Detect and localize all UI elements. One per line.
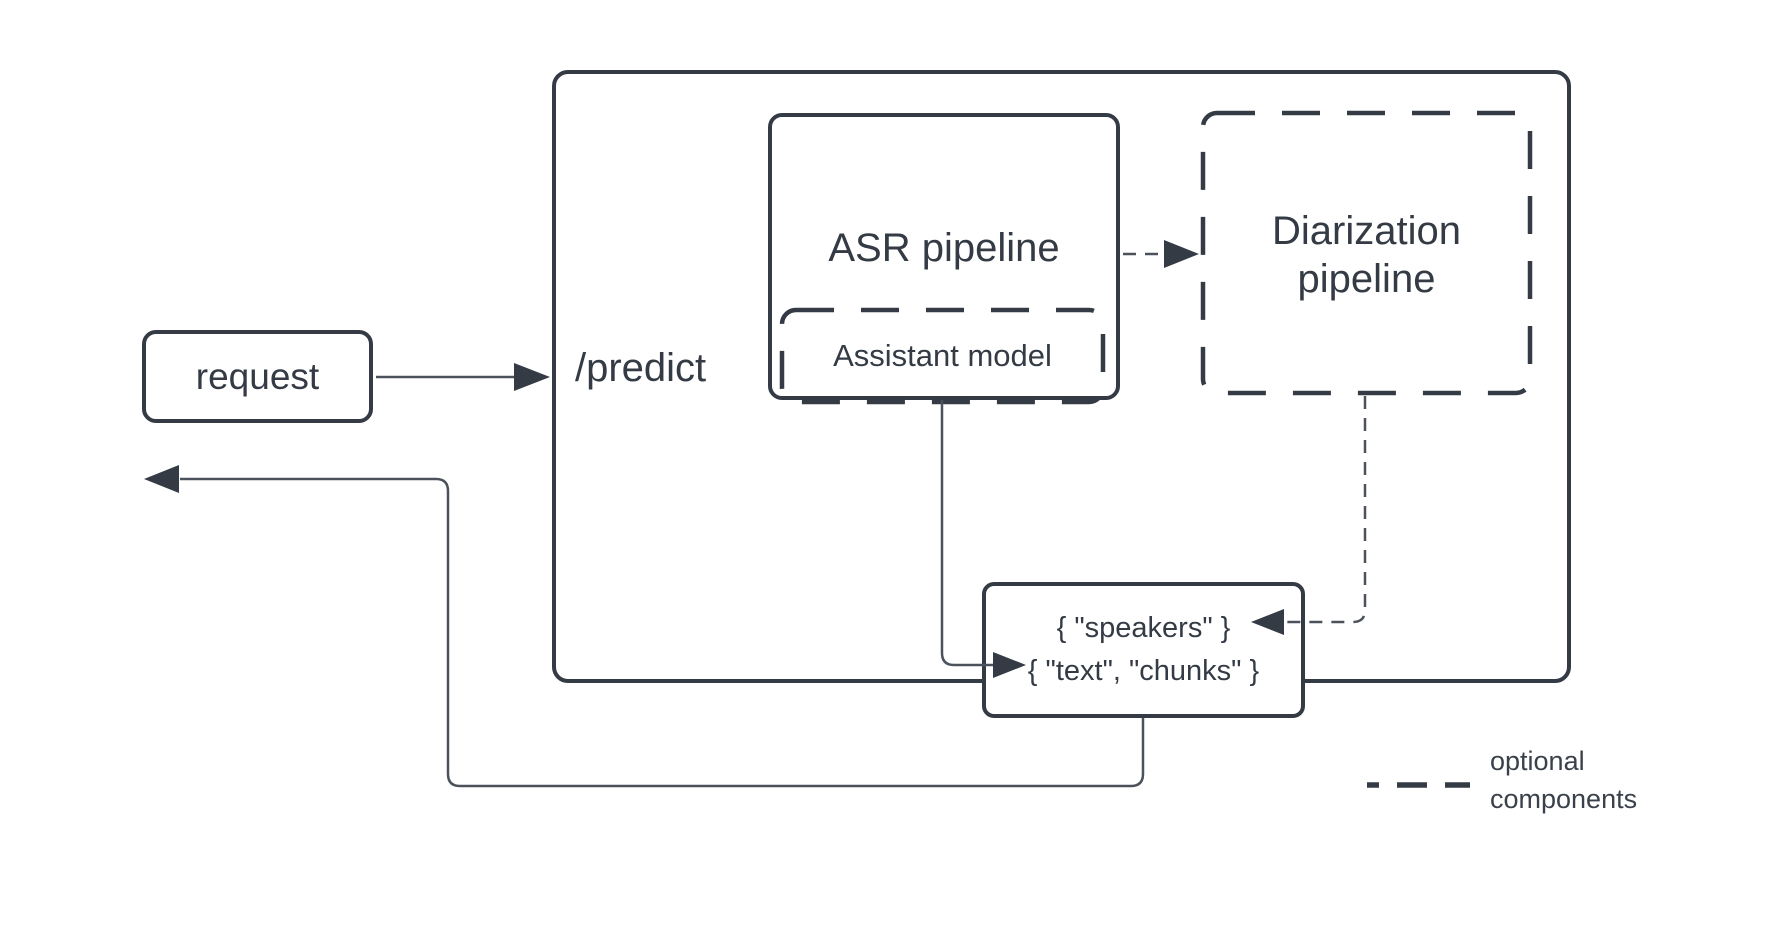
request-node-label: request <box>195 355 320 397</box>
assistant-model-label: Assistant model <box>833 338 1052 373</box>
diarization-pipeline-label: Diarization pipeline <box>1272 209 1461 301</box>
request-to-predict-arrow <box>376 363 550 391</box>
output-line-speakers: { "speakers" } <box>1056 612 1231 644</box>
asr-pipeline-label: ASR pipeline <box>828 226 1060 270</box>
request-node: request <box>142 330 373 423</box>
output-line-text-chunks: { "text", "chunks" } <box>1027 655 1260 687</box>
output-node: { "speakers" } { "text", "chunks" } <box>982 582 1305 718</box>
legend-label: optional components <box>1490 746 1638 814</box>
predict-endpoint-label: /predict <box>575 346 707 390</box>
